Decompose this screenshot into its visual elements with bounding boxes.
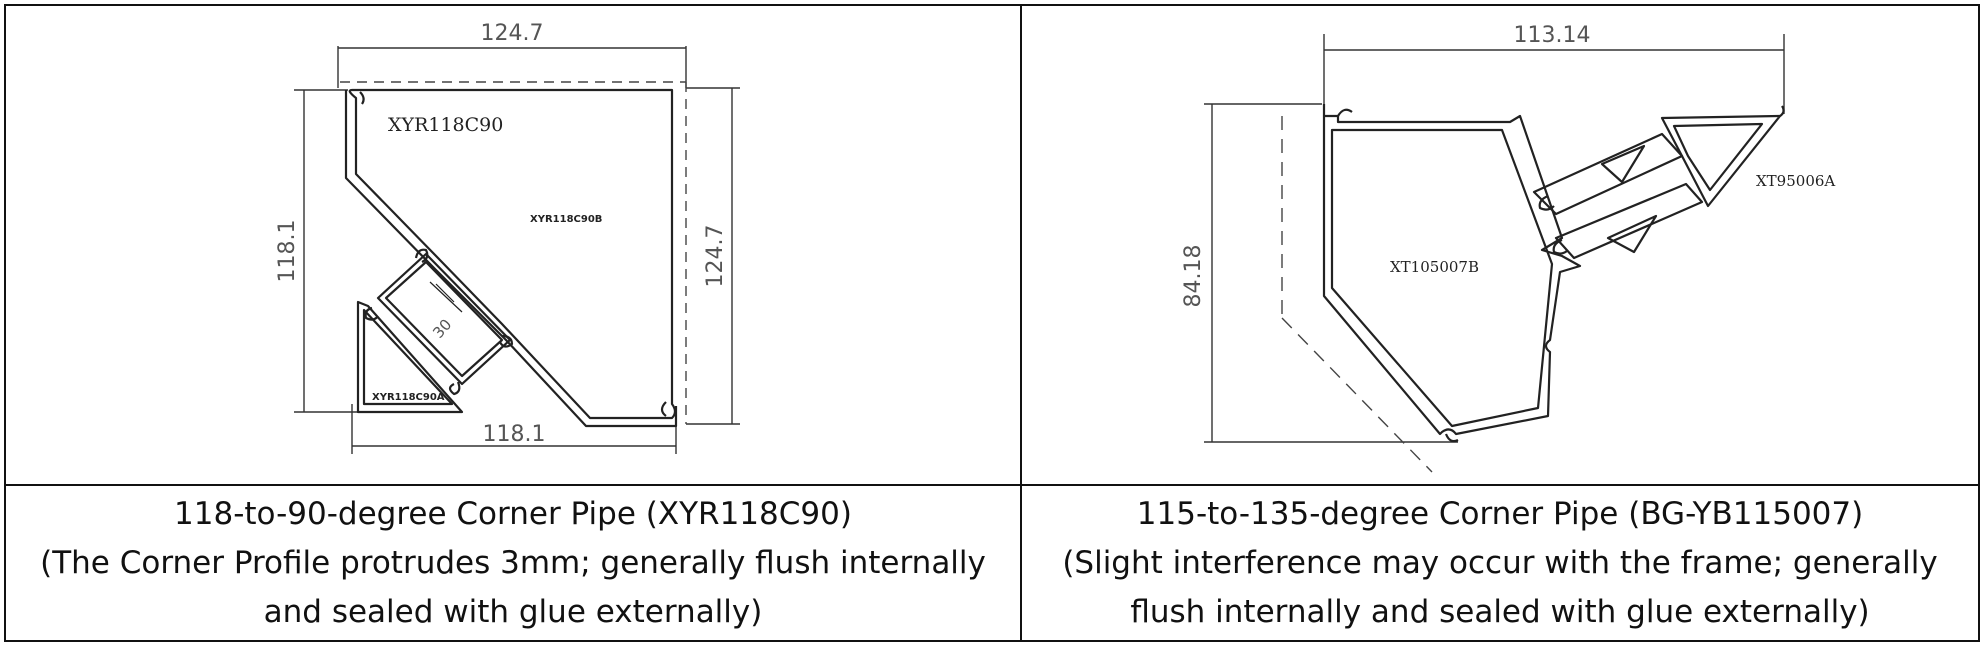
right-caption-title: 115-to-135-degree Corner Pipe (BG-YB1150… xyxy=(1136,495,1864,532)
left-dim-top: 124.7 xyxy=(481,21,544,46)
drawing-sheet xyxy=(4,4,1980,642)
left-caption: 118-to-90-degree Corner Pipe (XYR118C90)… xyxy=(6,486,1020,640)
right-dim-top: 113.14 xyxy=(1514,23,1591,48)
right-profile-main-label: XT105007B xyxy=(1390,258,1479,276)
right-drawing-svg: 113.14 84.18 XT105007B XT95006A xyxy=(1181,23,1835,473)
right-caption: 115-to-135-degree Corner Pipe (BG-YB1150… xyxy=(1022,486,1978,640)
right-profile-side-label: XT95006A xyxy=(1756,172,1835,190)
left-caption-title: 118-to-90-degree Corner Pipe (XYR118C90) xyxy=(174,495,852,532)
caption-divider xyxy=(4,484,1980,486)
left-dim-bottom: 118.1 xyxy=(483,422,546,447)
left-dim-right: 124.7 xyxy=(703,225,728,288)
left-dim-left: 118.1 xyxy=(275,220,300,283)
right-caption-note-2: flush internally and sealed with glue ex… xyxy=(1130,593,1870,630)
left-caption-note-2: and sealed with glue externally) xyxy=(263,593,763,630)
left-dim-inner: 30 xyxy=(429,316,455,342)
right-drawing: 113.14 84.18 XT105007B XT95006A xyxy=(1022,6,1978,484)
left-profile-b-label: XYR118C90B xyxy=(530,214,602,225)
left-caption-note-1: (The Corner Profile protrudes 3mm; gener… xyxy=(40,544,986,581)
right-dim-left: 84.18 xyxy=(1181,245,1206,308)
left-drawing-svg: 124.7 118.1 124.7 118.1 30 XYR118C90 XYR… xyxy=(275,21,740,454)
column-divider xyxy=(1020,4,1022,642)
left-profile-main-label: XYR118C90 xyxy=(388,114,503,136)
left-drawing: 124.7 118.1 124.7 118.1 30 XYR118C90 XYR… xyxy=(6,6,1020,484)
left-profile-a-label: XYR118C90A xyxy=(372,392,445,403)
right-caption-note-1: (Slight interference may occur with the … xyxy=(1062,544,1938,581)
